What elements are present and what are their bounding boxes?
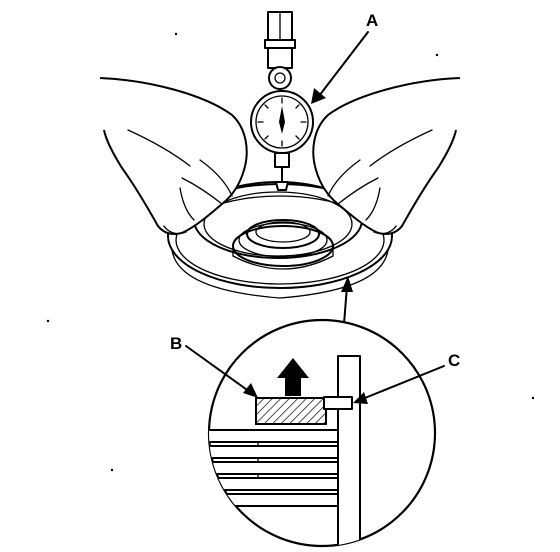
- bearing-inner-race: [246, 219, 320, 249]
- speck: [435, 53, 439, 57]
- callout-c-leader: [359, 365, 445, 401]
- bearing-bore: [255, 221, 311, 243]
- callout-b-label: B: [170, 334, 182, 353]
- flange-lower-edge: [171, 249, 389, 299]
- bearing-side: [232, 245, 334, 270]
- speck: [110, 468, 114, 472]
- bearing-ring: [238, 222, 328, 258]
- callout-b-leader: [185, 345, 251, 393]
- dial-indicator: [250, 11, 314, 191]
- indicator-clamp: [268, 66, 292, 90]
- callout-a-leader: [318, 31, 369, 97]
- indicator-probe-tip: [275, 181, 289, 191]
- callout-a-arrowhead: [311, 88, 326, 104]
- up-direction-arrow: [277, 358, 309, 396]
- housing-inner-ring: [203, 191, 353, 257]
- detail-view: [207, 318, 437, 548]
- indicator-stem: [274, 152, 290, 168]
- lower-plates: [209, 429, 349, 507]
- left-hand: [99, 77, 248, 235]
- flange-inner-ring: [175, 195, 385, 285]
- snap-ring-c: [323, 396, 353, 410]
- detail-link-arrowhead: [341, 276, 353, 292]
- indicator-needle: [279, 106, 285, 134]
- housing-wall: [337, 355, 361, 546]
- right-hand: [312, 77, 461, 235]
- speck: [174, 32, 178, 36]
- speck: [46, 319, 50, 323]
- callout-b-arrowhead: [243, 383, 258, 398]
- hatched-plate-b: [255, 397, 327, 425]
- callout-c-arrowhead: [353, 392, 368, 404]
- callout-a-label: A: [366, 11, 378, 30]
- callout-c-label: C: [448, 351, 460, 370]
- detail-link-arrow: [343, 285, 348, 325]
- speck: [531, 396, 535, 400]
